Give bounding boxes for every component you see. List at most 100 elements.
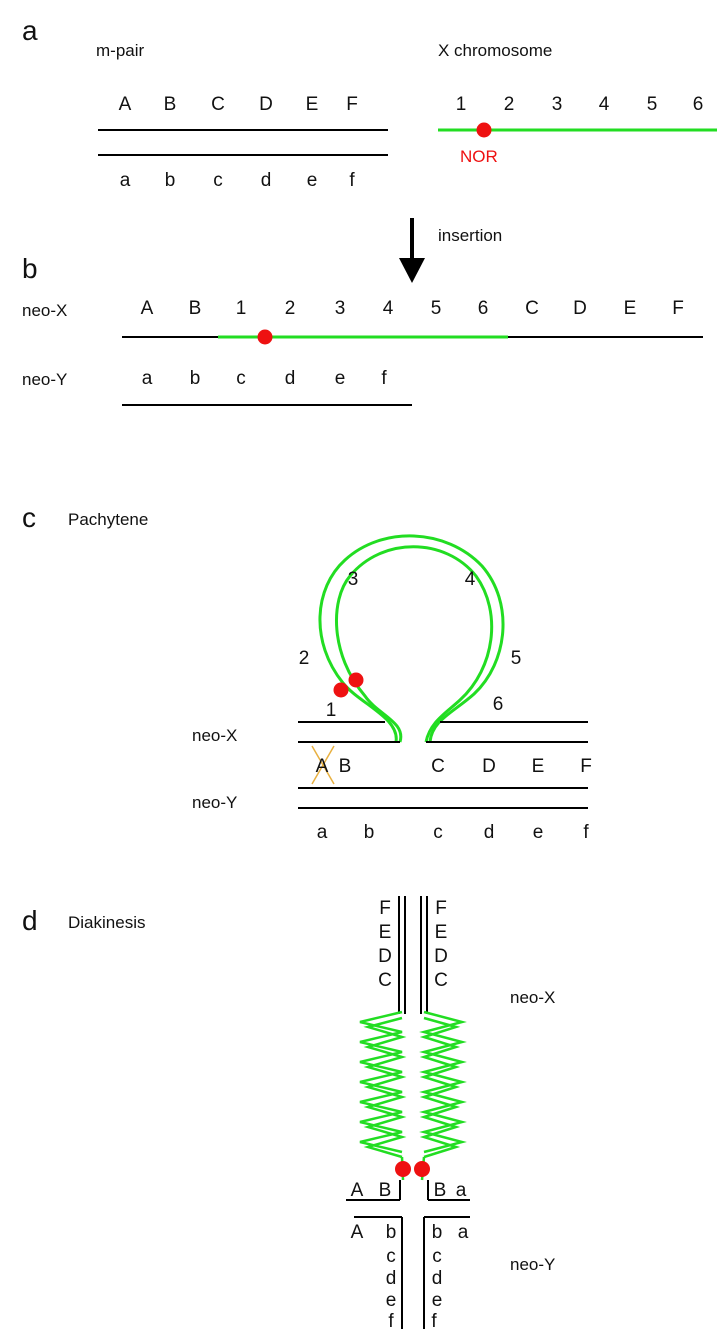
loop-gene-label: 3 [348, 569, 359, 590]
loop-gene-label: 1 [326, 700, 337, 721]
gene-label: a [142, 368, 153, 389]
gene-label: b [364, 822, 375, 843]
neo-y-label: neo-Y [192, 793, 237, 812]
gene-label: 5 [431, 298, 442, 319]
gene-label: C [378, 970, 392, 991]
gene-label: f [381, 368, 387, 389]
x-gene-label: 6 [693, 94, 704, 115]
loop-inner-strand [318, 534, 505, 743]
nor-dot [395, 1161, 411, 1177]
nor-label: NOR [460, 147, 498, 166]
gene-label: e [335, 368, 346, 389]
insertion-arrow: insertion [399, 218, 502, 283]
loop-gene-label: 6 [493, 694, 504, 715]
gene-label: d [261, 170, 272, 191]
x-gene-label: 3 [552, 94, 563, 115]
neo-x-label: neo-X [192, 726, 237, 745]
gene-label: F [672, 298, 684, 319]
m-pair-label: m-pair [96, 41, 145, 60]
gene-label: C [434, 970, 448, 991]
loop-outer-strand [335, 545, 494, 743]
gene-label: b [190, 368, 201, 389]
gene-label: E [435, 922, 448, 943]
pachytene-title: Pachytene [68, 510, 148, 529]
x-gene-label: 5 [647, 94, 658, 115]
gene-label: c [433, 822, 443, 843]
gene-label: A [316, 756, 329, 777]
panel-a: a m-pair X chromosome A B C D E F a b c … [22, 15, 717, 191]
nor-dot [414, 1161, 430, 1177]
gene-label: A [351, 1222, 364, 1243]
gene-label: 6 [478, 298, 489, 319]
gene-label: d [484, 822, 495, 843]
gene-label: b [386, 1222, 397, 1243]
panel-a-letter: a [22, 15, 38, 46]
gene-label: F [379, 898, 391, 919]
gene-label: E [306, 94, 319, 115]
nor-dot [333, 682, 349, 698]
x-gene-label: 1 [456, 94, 467, 115]
insertion-label: insertion [438, 226, 502, 245]
nor-dot [476, 122, 492, 138]
loop-gene-label: 5 [511, 648, 522, 669]
gene-label: 1 [236, 298, 247, 319]
panel-c: c Pachytene 2 3 4 5 1 6 neo-X neo-Y A B … [22, 502, 592, 843]
neo-x-label: neo-X [510, 988, 555, 1007]
gene-label: d [432, 1268, 443, 1289]
gene-label: B [189, 298, 202, 319]
zigzag-right-inner [419, 1016, 461, 1159]
panel-d-letter: d [22, 905, 38, 936]
gene-label: B [379, 1180, 392, 1201]
gene-label: f [431, 1311, 437, 1329]
neo-x-label: neo-X [22, 301, 67, 320]
gene-label: a [120, 170, 131, 191]
gene-label: B [434, 1180, 447, 1201]
gene-label: a [456, 1180, 467, 1201]
gene-label: E [379, 922, 392, 943]
neo-y-label: neo-Y [22, 370, 67, 389]
panel-b-letter: b [22, 253, 38, 284]
gene-label: 2 [285, 298, 296, 319]
gene-label: B [164, 94, 177, 115]
gene-label: f [388, 1311, 394, 1329]
gene-label: E [624, 298, 637, 319]
gene-label: e [432, 1290, 443, 1311]
panel-b: b neo-X neo-Y A B 1 2 3 4 5 6 C D E F a … [22, 253, 703, 406]
gene-label: e [386, 1290, 397, 1311]
gene-label: D [434, 946, 448, 967]
gene-label: C [431, 756, 445, 777]
crossover-line [311, 745, 335, 785]
gene-label: c [236, 368, 246, 389]
gene-label: D [482, 756, 496, 777]
gene-label: D [573, 298, 587, 319]
gene-label: E [532, 756, 545, 777]
neo-y-label: neo-Y [510, 1255, 555, 1274]
gene-label: F [580, 756, 592, 777]
gene-label: C [211, 94, 225, 115]
gene-label: 4 [383, 298, 394, 319]
zigzag-left-outer [359, 1010, 403, 1154]
panel-d: d Diakinesis neo-X neo-Y F E D C F E D C [22, 896, 555, 1329]
gene-label: F [346, 94, 358, 115]
nor-dot [348, 672, 364, 688]
loop-gene-label: 2 [299, 648, 310, 669]
gene-label: D [259, 94, 273, 115]
gene-label: f [583, 822, 589, 843]
gene-label: B [339, 756, 352, 777]
gene-label: a [317, 822, 328, 843]
gene-label: a [458, 1222, 469, 1243]
arrow-head-icon [399, 258, 425, 283]
gene-label: c [432, 1246, 442, 1267]
panel-c-letter: c [22, 502, 36, 533]
gene-label: A [351, 1180, 364, 1201]
gene-label: D [378, 946, 392, 967]
gene-label: e [307, 170, 318, 191]
gene-label: d [285, 368, 296, 389]
gene-label: 3 [335, 298, 346, 319]
gene-label: e [533, 822, 544, 843]
gene-label: c [386, 1246, 396, 1267]
x-chromosome-label: X chromosome [438, 41, 552, 60]
x-gene-label: 4 [599, 94, 610, 115]
gene-label: C [525, 298, 539, 319]
gene-label: b [432, 1222, 443, 1243]
